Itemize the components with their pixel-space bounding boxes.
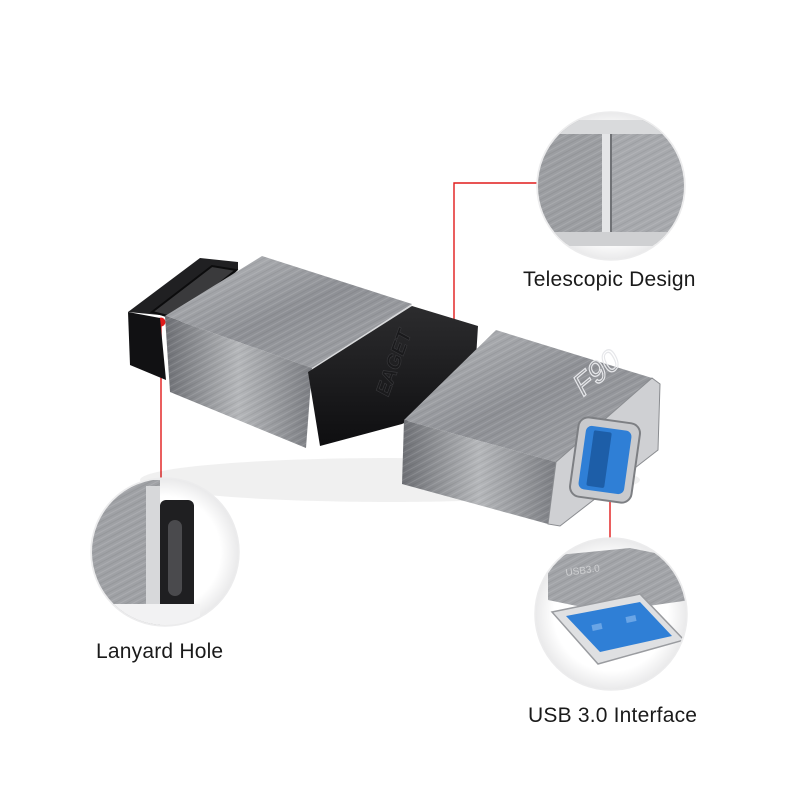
- connector-mark: USB3.0: [565, 563, 601, 579]
- callout-circle-lanyard: [90, 477, 240, 627]
- callout-label-telescopic: Telescopic Design: [523, 268, 696, 291]
- black-middle: [308, 306, 478, 446]
- usb-drive: EAGET F90: [128, 256, 661, 527]
- callout-circle-telescopic: [536, 111, 686, 261]
- callout-label-usb: USB 3.0 Interface: [528, 704, 698, 727]
- leader-line-telescopic: [453, 182, 540, 340]
- callout-circle-usb: USB3.0: [534, 537, 688, 691]
- callout-label-lanyard: Lanyard Hole: [96, 640, 224, 663]
- usb-port: [569, 416, 641, 504]
